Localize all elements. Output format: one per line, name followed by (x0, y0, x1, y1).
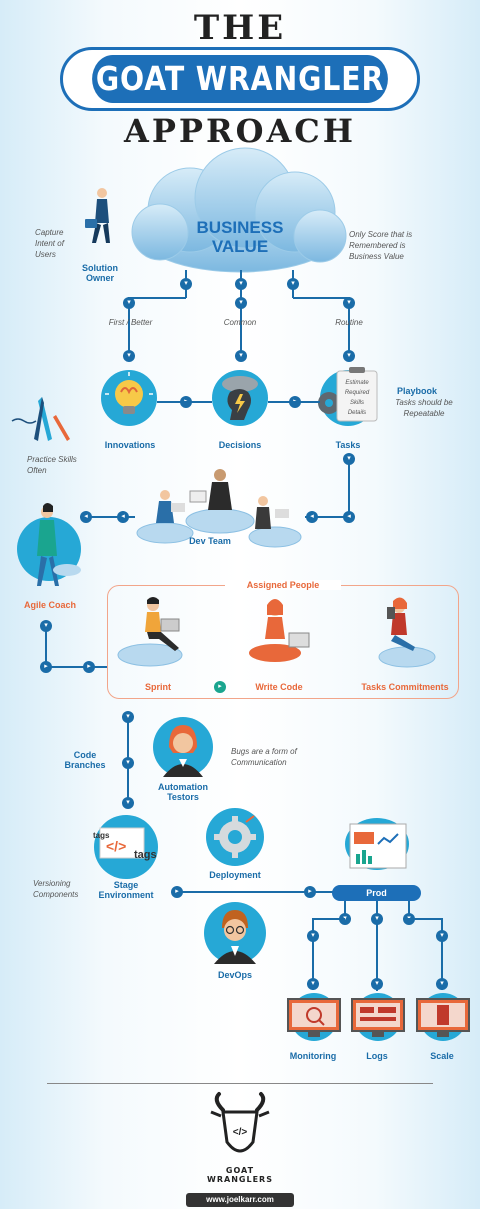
stage-tags-big: tags (134, 849, 157, 861)
logs-label: Logs (366, 1051, 388, 1061)
write-code-figure-icon (249, 599, 310, 662)
footer-code-glyph: </> (232, 1127, 248, 1138)
practice-skills-note: Practice Skills Often (27, 455, 77, 475)
monitor-dot-right-1: ▾ (436, 930, 448, 942)
branch-dot-mid-bottom: ▾ (235, 350, 247, 362)
solution-owner-label: Solution Owner (82, 263, 118, 283)
task-list-required: Required (344, 390, 370, 396)
capture-intent-note: Capture Intent of Users (35, 228, 64, 259)
deployment-gear-icon (214, 815, 256, 858)
task-list-skills: Skills (349, 400, 364, 406)
coach-right-dot-2: ▸ (83, 661, 95, 673)
stage-right-dot-2: ▸ (304, 886, 316, 898)
monitoring-label: Monitoring (289, 1051, 337, 1061)
branch-dot-mid-top: ▾ (235, 297, 247, 309)
tasks-commitments-label: Tasks Commitments (361, 682, 449, 692)
assigned-people-title: Assigned People (225, 580, 341, 590)
monitor-dot-left-1: ▾ (307, 930, 319, 942)
scale-label: Scale (430, 1051, 454, 1061)
prod-pill: Prod (332, 885, 421, 901)
solution-owner-figure-icon (85, 188, 110, 243)
dev-team-clouds-icon (136, 469, 302, 548)
footer-divider (47, 1083, 433, 1084)
coach-down-dot: ▾ (40, 620, 52, 632)
devteam-left-dot-2: ◂ (80, 511, 92, 523)
title-banner: GOAT WRANGLER (60, 47, 420, 111)
stage-tags-small: tags (93, 831, 110, 840)
branch-down-dot-3: ▾ (122, 797, 134, 809)
monitor-dot-right-2: ▾ (436, 978, 448, 990)
branch-dot-left-top: ▾ (123, 297, 135, 309)
monitoring-screen-icon (287, 993, 341, 1041)
branch-common: Common (223, 318, 257, 327)
task-list-details: Details (347, 410, 367, 416)
cloud-dot-mid: ▾ (235, 278, 247, 290)
footer-logo-text: GOAT WRANGLERS (200, 1166, 280, 1184)
branch-dot-right-top: ▾ (343, 297, 355, 309)
tasks-commitments-figure-icon (378, 597, 436, 668)
branch-routine: Routine (335, 318, 363, 327)
write-code-label: Write Code (255, 682, 303, 692)
devteam-right-dot-2: ◂ (306, 511, 318, 523)
only-score-note: Only Score that is Remembered is Busines… (349, 230, 413, 261)
cloud-dot-right: ▾ (287, 278, 299, 290)
decisions-label: Decisions (218, 440, 262, 450)
goat-logo-icon (210, 1092, 270, 1153)
coach-right-dot-1: ▸ (40, 661, 52, 673)
storm-head-icon (222, 376, 258, 420)
devteam-right-dot-1: ◂ (343, 511, 355, 523)
stage-right-dot-1: ▸ (171, 886, 183, 898)
business-value-line2: VALUE (211, 237, 269, 256)
logs-screen-icon (351, 993, 405, 1041)
prod-dashboard-icon (345, 818, 409, 870)
prod-dot-mid: ▾ (371, 913, 383, 925)
automation-testors-label: Automation Testors (158, 782, 208, 802)
deployment-label: Deployment (209, 870, 261, 880)
business-value-cloud-icon (131, 147, 347, 273)
title-banner-text: GOAT WRANGLER (92, 55, 388, 103)
scale-screen-icon (416, 993, 470, 1041)
footer-url-link[interactable]: www.joelkarr.com (186, 1193, 294, 1207)
sprint-label: Sprint (145, 682, 171, 692)
sprint-figure-icon (117, 597, 183, 667)
playbook-note: Tasks should be Repeatable (395, 398, 453, 418)
footer-logo-line1: GOAT (225, 1166, 255, 1175)
title-the: THE (193, 8, 287, 48)
branch-down-dot-2: ▾ (122, 757, 134, 769)
agile-coach-figure-icon (37, 503, 81, 586)
lightbulb-brain-icon (105, 372, 153, 414)
footer-logo-line2: WRANGLERS (207, 1175, 273, 1184)
playbook-label: Playbook (397, 386, 438, 396)
title-approach: APPROACH (124, 112, 356, 150)
gear-clipboard-icon (318, 367, 378, 422)
innovations-label: Innovations (104, 440, 156, 450)
branch-dot-right-bottom: ▾ (343, 350, 355, 362)
sprint-to-code-dot: ▸ (214, 681, 226, 693)
stage-code-glyph: </> (106, 838, 127, 854)
devops-label: DevOps (217, 970, 252, 980)
branch-dot-left-bottom: ▾ (123, 350, 135, 362)
agile-coach-label: Agile Coach (23, 600, 76, 610)
task-list: Estimate Required Skills Details (340, 378, 374, 418)
bugs-note: Bugs are a form of Communication (231, 747, 297, 767)
devteam-left-dot-1: ◂ (117, 511, 129, 523)
business-value-line1: BUSINESS (196, 218, 284, 237)
tester-avatar-icon (163, 725, 203, 777)
dev-team-label: Dev Team (189, 536, 231, 546)
task-list-estimate: Estimate (345, 380, 369, 386)
monitor-dot-mid-2: ▾ (371, 978, 383, 990)
tasks-label: Tasks (335, 440, 361, 450)
code-branches-label: Code Branches (64, 750, 106, 770)
pen-pencil-icon (11, 397, 70, 441)
versioning-note: Versioning Components (33, 879, 79, 899)
stage-environment-label: Stage Environment (98, 880, 154, 900)
branch-down-dot-1: ▾ (122, 711, 134, 723)
cloud-dot-left: ▾ (180, 278, 192, 290)
devops-avatar-icon (214, 910, 256, 964)
code-tags-icon (99, 827, 145, 859)
monitor-dot-left-2: ▾ (307, 978, 319, 990)
branch-first-better: First / Better (108, 318, 153, 327)
tasks-down-dot: ▾ (343, 453, 355, 465)
business-value-title: BUSINESS VALUE (175, 218, 305, 256)
